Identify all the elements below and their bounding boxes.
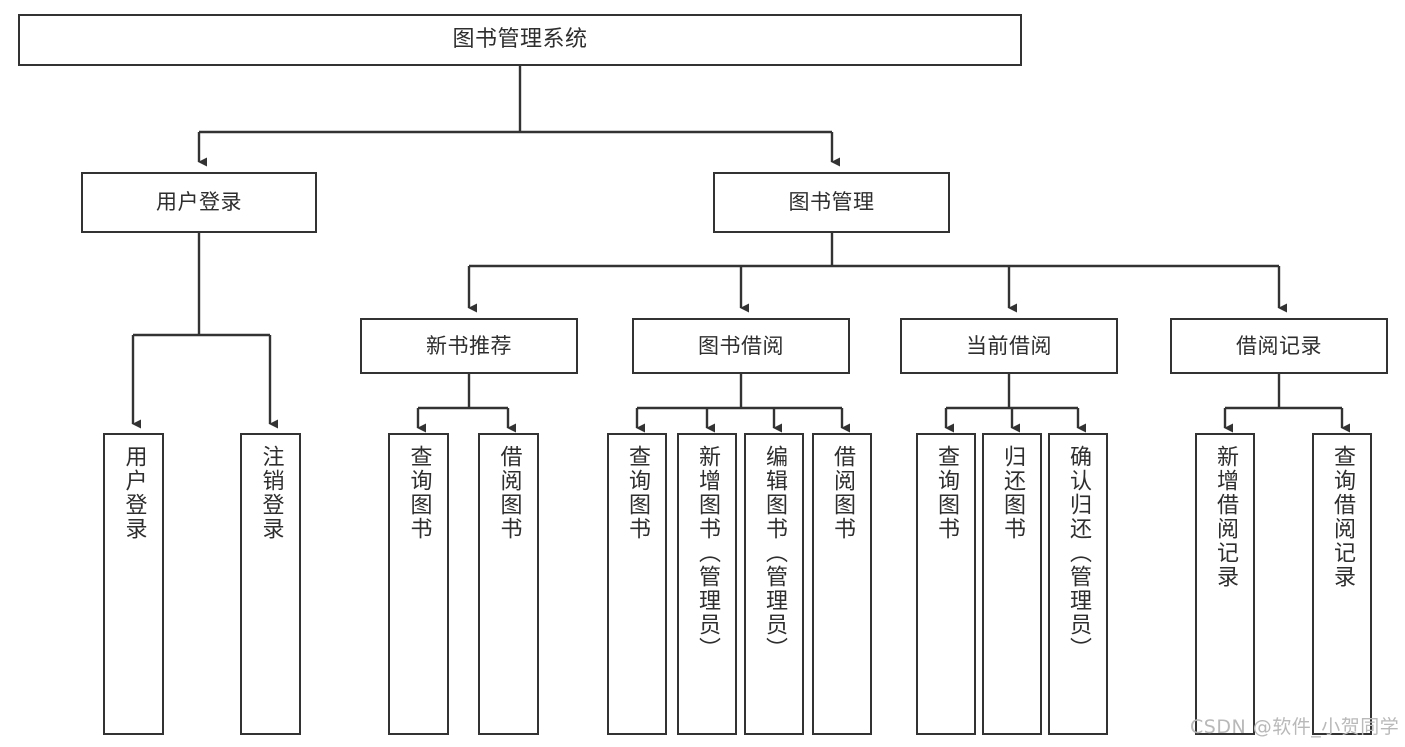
node-current-borrow-label: 当前借阅 [966,333,1052,358]
leaf-current-query-book-label: 查询图书 [933,445,959,541]
leaf-new-book-query[interactable]: 查询图书 [388,433,449,735]
node-new-book-recommend[interactable]: 新书推荐 [360,318,578,374]
leaf-borrow-add-book[interactable]: 新增图书（管理员） [677,433,737,735]
node-root[interactable]: 图书管理系统 [18,14,1022,66]
node-current-borrow[interactable]: 当前借阅 [900,318,1118,374]
leaf-borrow-borrow-book-label: 借阅图书 [829,445,855,541]
leaf-borrow-edit-book-label: 编辑图书（管理员） [761,445,787,661]
node-user-login[interactable]: 用户登录 [81,172,317,233]
leaf-current-return-book-label: 归还图书 [999,445,1025,541]
leaf-new-book-borrow[interactable]: 借阅图书 [478,433,539,735]
leaf-borrow-borrow-book[interactable]: 借阅图书 [812,433,872,735]
leaf-current-return-book[interactable]: 归还图书 [982,433,1042,735]
leaf-record-query[interactable]: 查询借阅记录 [1312,433,1372,735]
leaf-borrow-add-book-label: 新增图书（管理员） [694,445,720,661]
node-user-login-label: 用户登录 [156,190,242,215]
leaf-borrow-query-book-label: 查询图书 [624,445,650,541]
leaf-current-confirm-return-label: 确认归还（管理员） [1065,445,1091,661]
leaf-record-add-label: 新增借阅记录 [1212,445,1238,589]
node-borrow-record-label: 借阅记录 [1236,333,1322,358]
watermark: CSDN @软件_小贺同学 [1190,716,1400,738]
leaf-new-book-borrow-label: 借阅图书 [496,445,522,541]
leaf-new-book-query-label: 查询图书 [406,445,432,541]
leaf-user-login-login-label: 用户登录 [121,445,147,541]
node-book-borrow[interactable]: 图书借阅 [632,318,850,374]
leaf-borrow-query-book[interactable]: 查询图书 [607,433,667,735]
node-root-label: 图书管理系统 [452,27,588,53]
node-borrow-record[interactable]: 借阅记录 [1170,318,1388,374]
leaf-record-query-label: 查询借阅记录 [1329,445,1355,589]
leaf-current-query-book[interactable]: 查询图书 [916,433,976,735]
leaf-user-login-logout-label: 注销登录 [258,445,284,541]
leaf-user-login-login[interactable]: 用户登录 [103,433,164,735]
node-book-management-label: 图书管理 [788,190,875,215]
leaf-user-login-logout[interactable]: 注销登录 [240,433,301,735]
leaf-borrow-edit-book[interactable]: 编辑图书（管理员） [744,433,804,735]
leaf-record-add[interactable]: 新增借阅记录 [1195,433,1255,735]
node-book-management[interactable]: 图书管理 [713,172,950,233]
leaf-current-confirm-return[interactable]: 确认归还（管理员） [1048,433,1108,735]
node-new-book-recommend-label: 新书推荐 [426,333,512,358]
node-book-borrow-label: 图书借阅 [698,333,784,358]
